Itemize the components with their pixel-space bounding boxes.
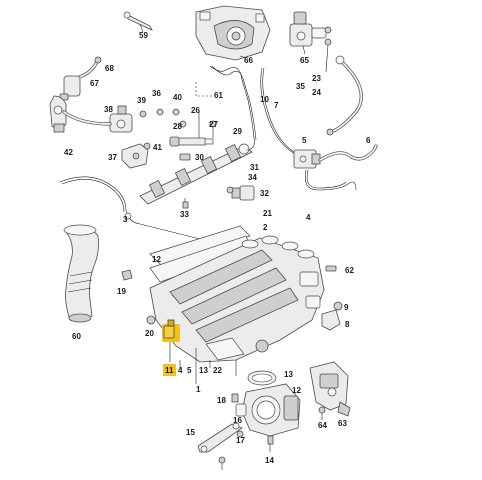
callout-22-gasket: 12 xyxy=(152,255,161,264)
callout-29: 29 xyxy=(233,127,242,136)
part-63-actuator xyxy=(309,361,349,411)
callout-14: 14 xyxy=(265,456,274,465)
callout-64: 64 xyxy=(318,421,327,430)
callout-12: 12 xyxy=(292,386,301,395)
callout-18: 18 xyxy=(217,396,226,405)
callout-36: 36 xyxy=(152,89,161,98)
callout-1: 1 xyxy=(196,385,201,394)
callout-16: 16 xyxy=(233,416,242,425)
part-38-valve xyxy=(109,105,133,133)
callout-59: 59 xyxy=(139,31,148,40)
callout-34: 34 xyxy=(248,173,257,182)
callout-17: 17 xyxy=(236,436,245,445)
callout-7: 7 xyxy=(274,101,279,110)
part-fuel-rail xyxy=(139,143,253,205)
part-67-valve xyxy=(59,75,81,101)
callout-20: 20 xyxy=(145,329,154,338)
callout-61: 61 xyxy=(214,91,223,100)
callout-31: 31 xyxy=(250,163,259,172)
callout-4-bottom: 4 xyxy=(178,366,183,375)
callout-39: 39 xyxy=(137,96,146,105)
part-60-intake-hose xyxy=(63,224,99,323)
callout-27: 27 xyxy=(209,120,218,129)
callout-65: 65 xyxy=(300,56,309,65)
part-intake-manifold xyxy=(149,225,325,363)
callout-13: 13 xyxy=(199,366,208,375)
callout-26: 26 xyxy=(191,106,200,115)
part-37-bracket xyxy=(121,143,149,169)
callout-13-seal: 13 xyxy=(284,370,293,379)
part-5-sensor xyxy=(293,149,321,169)
part-15-bracket xyxy=(197,422,243,453)
callout-8: 8 xyxy=(345,320,350,329)
callout-38: 38 xyxy=(104,105,113,114)
callout-60: 60 xyxy=(72,332,81,341)
part-59-clip xyxy=(123,11,153,31)
callout-28: 28 xyxy=(173,122,182,131)
callout-33: 33 xyxy=(180,210,189,219)
callout-68: 68 xyxy=(105,64,114,73)
callout-11: 11 xyxy=(165,366,174,375)
callout-19: 19 xyxy=(117,287,126,296)
callout-6: 6 xyxy=(366,136,371,145)
callout-35: 35 xyxy=(296,82,305,91)
callout-9: 9 xyxy=(344,303,349,312)
callout-40: 40 xyxy=(173,93,182,102)
callout-63: 63 xyxy=(338,419,347,428)
part-11-sensor-highlighted xyxy=(162,319,180,342)
callout-24: 24 xyxy=(312,88,321,97)
highlight-box-11 xyxy=(163,364,176,376)
callout-42: 42 xyxy=(64,148,73,157)
callout-37: 37 xyxy=(108,153,117,162)
callout-2: 2 xyxy=(263,223,268,232)
callout-5: 5 xyxy=(302,136,307,145)
callout-3: 3 xyxy=(123,215,128,224)
callout-30: 30 xyxy=(195,153,204,162)
callout-41: 41 xyxy=(153,143,162,152)
callout-66: 66 xyxy=(244,56,253,65)
part-42-valve xyxy=(49,95,67,133)
callout-5-bottom: 5 xyxy=(187,366,192,375)
callout-23: 23 xyxy=(312,74,321,83)
part-32-sensor xyxy=(231,185,255,201)
callout-4: 4 xyxy=(306,213,311,222)
callout-10: 10 xyxy=(260,95,269,104)
part-66-pump-housing xyxy=(195,5,271,61)
callout-32: 32 xyxy=(260,189,269,198)
callout-15: 15 xyxy=(186,428,195,437)
part-throttle-body xyxy=(235,383,301,437)
callout-67: 67 xyxy=(90,79,99,88)
callout-21: 21 xyxy=(263,209,272,218)
part-65-sensor xyxy=(289,11,327,47)
callout-62: 62 xyxy=(345,266,354,275)
part-28-injector xyxy=(169,136,214,147)
callout-22: 22 xyxy=(213,366,222,375)
